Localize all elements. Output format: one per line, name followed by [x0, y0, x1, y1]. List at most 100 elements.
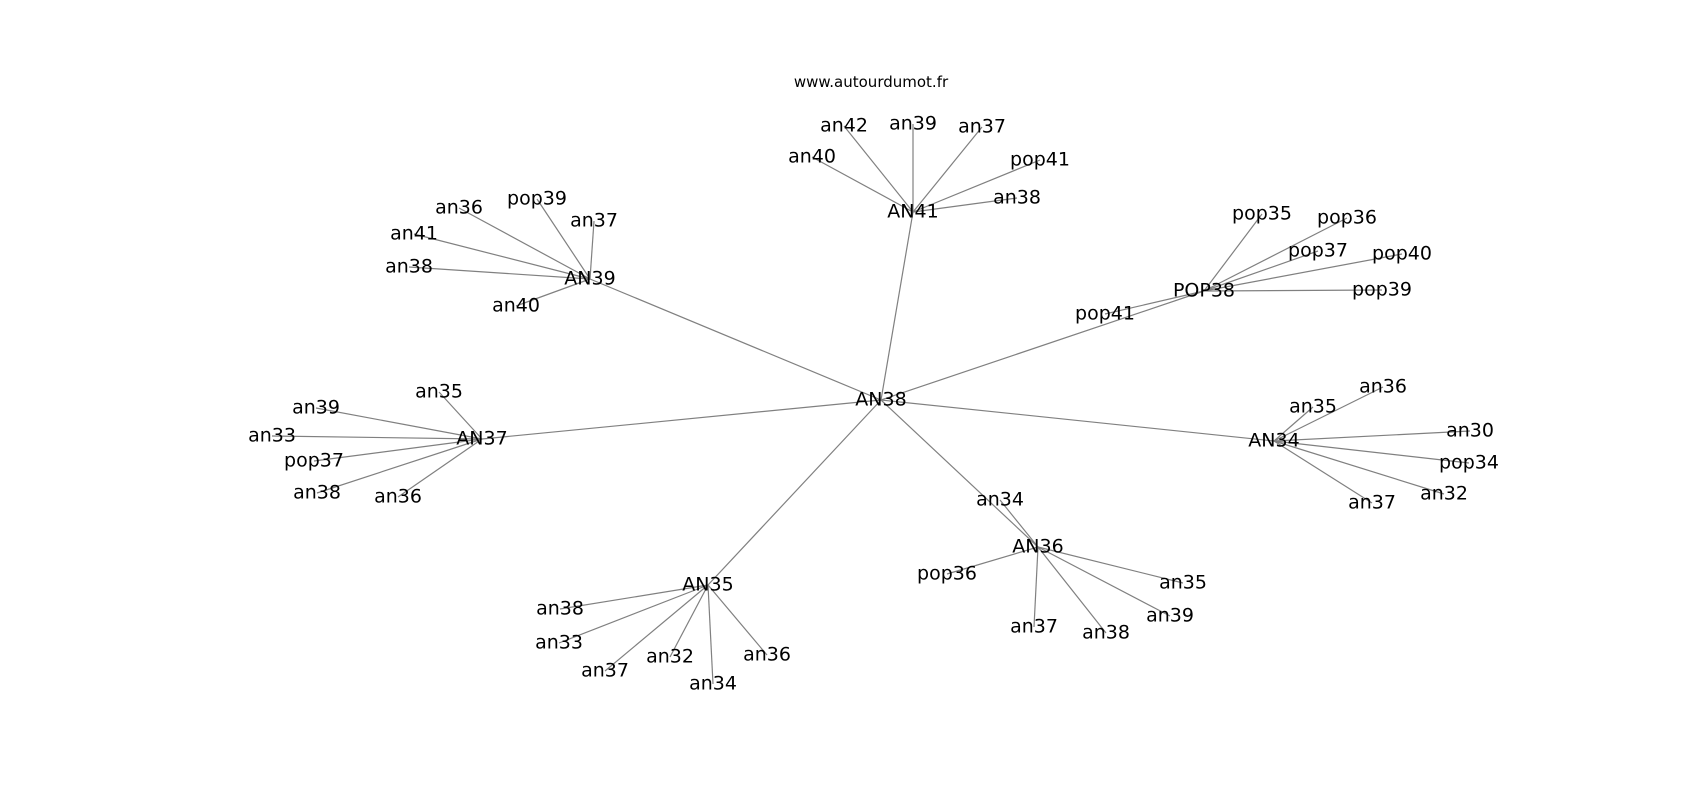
node-label-an37-an35: an35: [415, 381, 463, 403]
node-label-an41-pop41: pop41: [1010, 149, 1070, 171]
edge-an39-an36: [458, 207, 591, 280]
node-label-an34-an30: an30: [1446, 420, 1494, 442]
node-label-an36-an34: an34: [976, 489, 1024, 511]
node-label-an35-an34: an34: [689, 673, 737, 695]
node-label-an37-pop37: pop37: [284, 450, 344, 472]
edge-an39-an41: [413, 233, 591, 280]
node-label-hub-an41: AN41: [887, 201, 938, 223]
edge-an41-an40: [811, 156, 914, 213]
edge-an37-an39: [315, 407, 483, 440]
node-label-hub-an36: AN36: [1012, 536, 1063, 558]
edge-an35-an32: [669, 584, 709, 658]
node-label-pop38-pop40: pop40: [1372, 243, 1432, 265]
edge-pop38-pop35: [1203, 213, 1263, 292]
edge-center-an41: [880, 211, 914, 401]
edge-an34-an36: [1273, 386, 1384, 442]
edge-pop38-pop41: [1104, 290, 1205, 315]
edges-layer: [271, 124, 1471, 685]
node-label-an36-an39: an39: [1146, 605, 1194, 627]
watermark-text: www.autourdumot.fr: [793, 73, 949, 91]
node-label-an35-an32: an32: [646, 646, 694, 668]
edge-an41-an42: [843, 125, 914, 213]
edge-an36-an39: [1037, 546, 1171, 617]
node-label-an41-an38: an38: [993, 187, 1041, 209]
node-label-an41-an42: an42: [820, 115, 868, 137]
node-label-hub-an35: AN35: [682, 574, 733, 596]
node-label-an37-an38: an38: [293, 482, 341, 504]
edge-center-an39: [589, 278, 882, 401]
node-label-an39-an40: an40: [492, 295, 540, 317]
edge-an35-an34: [707, 584, 714, 685]
node-label-an36-an37: an37: [1010, 616, 1058, 638]
node-label-center: AN38: [855, 389, 906, 411]
node-label-pop38-pop39: pop39: [1352, 279, 1412, 301]
node-label-an39-an36: an36: [435, 197, 483, 219]
edge-an34-an35: [1273, 406, 1314, 442]
edge-an36-an35: [1037, 546, 1184, 584]
edge-an39-an38: [408, 266, 591, 280]
node-label-an36-pop36: pop36: [917, 563, 977, 585]
edge-center-an36: [880, 399, 1039, 548]
edge-an34-an32: [1273, 440, 1445, 495]
node-label-an34-pop34: pop34: [1439, 452, 1499, 474]
edge-an39-pop39: [536, 198, 591, 280]
node-label-an36-an35: an35: [1159, 572, 1207, 594]
edge-center-an35: [707, 399, 882, 586]
edge-an37-an33: [271, 435, 483, 440]
edge-an36-an34: [999, 499, 1039, 548]
edge-an36-an38: [1037, 546, 1107, 634]
edge-an34-an30: [1273, 430, 1471, 442]
node-label-an37-an39: an39: [292, 397, 340, 419]
node-label-an37-an36: an36: [374, 486, 422, 508]
edge-an39-an37: [589, 220, 595, 280]
node-label-an36-an38: an38: [1082, 622, 1130, 644]
edge-an36-pop36: [946, 546, 1039, 575]
node-label-an39-an38: an38: [385, 256, 433, 278]
node-label-hub-an37: AN37: [456, 428, 507, 450]
node-label-an35-an38: an38: [536, 598, 584, 620]
edge-center-an37: [481, 399, 882, 440]
edge-an35-an37: [604, 584, 709, 672]
node-label-an34-an35: an35: [1289, 396, 1337, 418]
node-label-an34-an36: an36: [1359, 376, 1407, 398]
node-label-pop38-pop41: pop41: [1075, 303, 1135, 325]
node-label-hub-pop38: POP38: [1173, 280, 1235, 302]
edge-an35-an33: [558, 584, 709, 644]
node-label-an41-an40: an40: [788, 146, 836, 168]
node-label-an39-pop39: pop39: [507, 188, 567, 210]
edge-center-an34: [880, 399, 1275, 442]
node-label-an35-an36: an36: [743, 644, 791, 666]
edge-an36-an37: [1033, 546, 1039, 628]
edge-an34-an37: [1273, 440, 1373, 504]
edge-pop38-pop37: [1203, 250, 1319, 292]
node-label-an39-an37: an37: [570, 210, 618, 232]
node-label-an35-an33: an33: [535, 632, 583, 654]
node-label-an41-an37: an37: [958, 116, 1006, 138]
edge-an37-an38: [316, 438, 483, 494]
node-label-an34-an32: an32: [1420, 483, 1468, 505]
node-label-an39-an41: an41: [390, 223, 438, 245]
edge-pop38-pop39: [1203, 289, 1383, 292]
node-label-pop38-pop36: pop36: [1317, 207, 1377, 229]
node-label-an41-an39: an39: [889, 113, 937, 135]
node-label-hub-an39: AN39: [564, 268, 615, 290]
edge-an37-pop37: [313, 438, 483, 462]
node-label-an37-an33: an33: [248, 425, 296, 447]
edge-an41-pop41: [912, 159, 1041, 213]
edge-an35-an36: [707, 584, 768, 656]
edge-an41-an38: [912, 197, 1018, 213]
edge-an37-an35: [438, 391, 483, 440]
node-label-an35-an37: an37: [581, 660, 629, 682]
edge-pop38-pop40: [1203, 253, 1403, 292]
node-label-an34-an37: an37: [1348, 492, 1396, 514]
edge-an41-an37: [912, 126, 983, 213]
node-label-pop38-pop37: pop37: [1288, 240, 1348, 262]
edge-an34-pop34: [1273, 440, 1470, 464]
edge-pop38-pop36: [1203, 217, 1348, 292]
node-label-hub-an34: AN34: [1248, 430, 1299, 452]
edge-an37-an36: [397, 438, 483, 498]
edge-an35-an38: [559, 584, 709, 610]
node-label-pop38-pop35: pop35: [1232, 203, 1292, 225]
